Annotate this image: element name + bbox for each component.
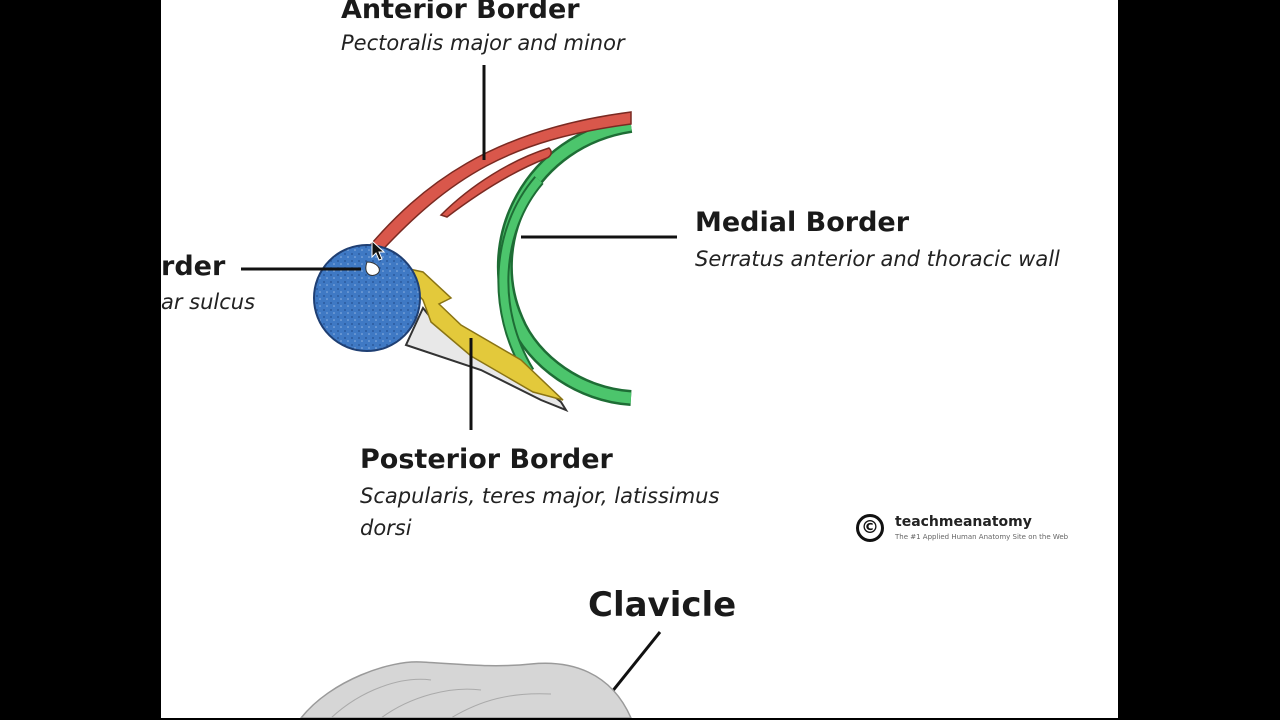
humerus-head xyxy=(313,244,421,352)
mouse-cursor-icon xyxy=(371,240,386,261)
teachmeanatomy-logo: © teachmeanatomy The #1 Applied Human An… xyxy=(856,512,1076,552)
medial-border-subtitle: Serratus anterior and thoracic wall xyxy=(695,247,1060,271)
logo-name: teachmeanatomy xyxy=(895,514,1032,530)
logo-tagline: The #1 Applied Human Anatomy Site on the… xyxy=(895,533,1069,541)
biceps-tendon-notch xyxy=(365,261,380,276)
medial-border-title: Medial Border xyxy=(695,207,910,238)
pectoralis-major xyxy=(364,111,632,260)
axilla-diagram xyxy=(241,65,677,718)
copyright-icon: © xyxy=(856,514,884,542)
clavicle-title: Clavicle xyxy=(588,585,737,625)
clavicle-bone xyxy=(300,661,632,718)
anterior-border-subtitle: Pectoralis major and minor xyxy=(341,31,625,55)
lateral-border-title: rder xyxy=(161,251,226,282)
anterior-border-title: Anterior Border xyxy=(341,0,580,25)
lateral-border-subtitle: ar sulcus xyxy=(161,290,256,314)
pectoralis-minor xyxy=(439,147,552,218)
subscapularis xyxy=(388,263,564,401)
posterior-border-subtitle: Scapularis, teres major, latissimus dors… xyxy=(360,484,720,540)
posterior-border-title: Posterior Border xyxy=(360,444,613,475)
slide-page: Anterior Border Pectoralis major and min… xyxy=(161,0,1118,718)
